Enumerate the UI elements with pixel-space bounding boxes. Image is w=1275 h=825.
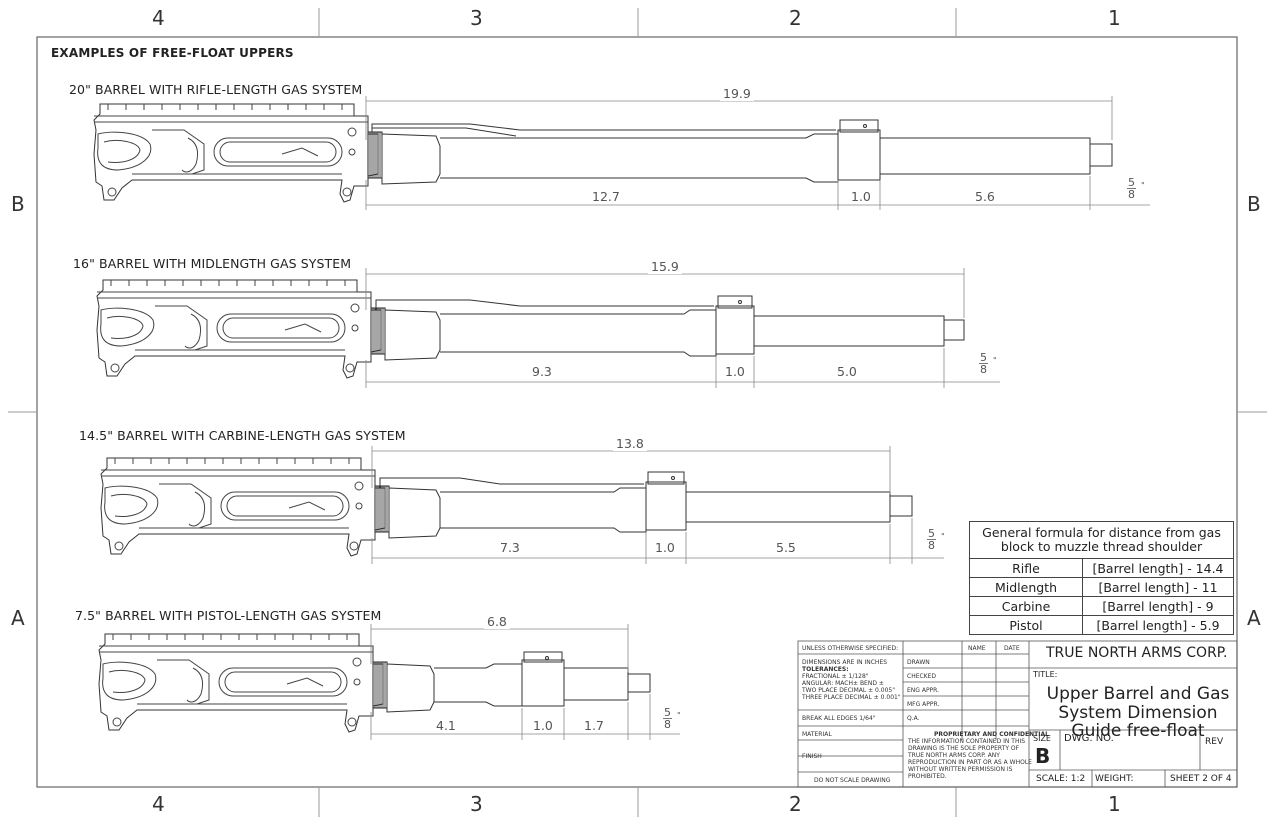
- sheet-label: SHEET 2 OF 4: [1170, 774, 1232, 784]
- page-title: EXAMPLES OF FREE-FLOAT UPPERS: [51, 46, 294, 60]
- dim-seg3-midlength: 5.0: [834, 364, 860, 379]
- zone-bottom-1: 1: [1108, 792, 1121, 816]
- zone-right-b: B: [1247, 192, 1261, 216]
- barrel-midlength: [375, 295, 965, 361]
- dim-overall-pistol: 6.8: [484, 614, 510, 629]
- upper-label-carbine: 14.5" BARREL WITH CARBINE-LENGTH GAS SYS…: [79, 428, 406, 443]
- company-name: TRUE NORTH ARMS CORP.: [1046, 645, 1228, 661]
- zone-top-1: 1: [1108, 6, 1121, 30]
- tb-proprietary-line: TRUE NORTH ARMS CORP. ANY: [908, 752, 1000, 759]
- drawing-title-line: Upper Barrel and Gas: [1046, 684, 1230, 704]
- barrel-rifle: [371, 119, 1113, 185]
- dim-seg2-carbine: 1.0: [653, 540, 677, 555]
- tb-angular: ANGULAR: MACH± BEND ±: [802, 680, 884, 687]
- formula-row: Rifle[Barrel length] - 14.4: [969, 558, 1234, 578]
- upper-label-pistol: 7.5" BARREL WITH PISTOL-LENGTH GAS SYSTE…: [75, 608, 382, 623]
- size-value: B: [1035, 744, 1051, 768]
- tb-do-not-scale: DO NOT SCALE DRAWING: [814, 777, 891, 784]
- tb-proprietary-line: THE INFORMATION CONTAINED IN THIS: [908, 738, 1026, 745]
- dim-seg1-pistol: 4.1: [433, 718, 459, 733]
- tb-three-place: THREE PLACE DECIMAL ± 0.001": [802, 694, 901, 701]
- upper-label-midlength: 16" BARREL WITH MIDLENGTH GAS SYSTEM: [73, 256, 352, 271]
- dim-seg1-midlength: 9.3: [529, 364, 555, 379]
- tb-two-place: TWO PLACE DECIMAL ± 0.005": [802, 687, 895, 694]
- tb-checked: CHECKED: [907, 673, 937, 680]
- zone-top-3: 3: [470, 6, 483, 30]
- tb-proprietary-line: REPRODUCTION IN PART OR AS A WHOLE: [908, 759, 1032, 766]
- zone-bottom-3: 3: [470, 792, 483, 816]
- dim-seg2-midlength: 1.0: [723, 364, 747, 379]
- gas-formula-table: General formula for distance from gas bl…: [969, 521, 1234, 635]
- dim-seg3-rifle: 5.6: [972, 189, 998, 204]
- dwg-no-label: DWG. NO.: [1064, 733, 1114, 744]
- tb-fractional: FRACTIONAL ± 1/128": [802, 673, 869, 680]
- title-label: TITLE:: [1033, 670, 1058, 679]
- tb-dims: DIMENSIONS ARE IN INCHES: [802, 659, 888, 666]
- rev-label: REV: [1205, 737, 1224, 747]
- size-label: SIZE: [1033, 734, 1051, 743]
- dim-overall-rifle: 19.9: [720, 86, 754, 101]
- tb-name-header: NAME: [968, 645, 986, 652]
- upper-label-rifle: 20" BARREL WITH RIFLE-LENGTH GAS SYSTEM: [69, 82, 363, 97]
- dim-seg1-rifle: 12.7: [589, 189, 623, 204]
- dim-overall-carbine: 13.8: [613, 436, 647, 451]
- tb-proprietary-title: PROPRIETARY AND CONFIDENTIAL: [934, 731, 1049, 738]
- dim-seg3-carbine: 5.5: [773, 540, 799, 555]
- zone-right-a: A: [1247, 606, 1261, 630]
- zone-left-b: B: [11, 192, 25, 216]
- zone-bottom-4: 4: [152, 792, 165, 816]
- tb-date-header: DATE: [1004, 645, 1020, 652]
- tb-proprietary-line: PROHIBITED.: [908, 773, 947, 780]
- scale-label: SCALE: 1:2: [1036, 774, 1086, 784]
- dim-seg1-carbine: 7.3: [497, 540, 523, 555]
- zone-bottom-2: 2: [789, 792, 802, 816]
- tb-eng-appr: ENG APPR.: [907, 687, 940, 694]
- formula-table-header: General formula for distance from gas bl…: [969, 521, 1234, 559]
- dim-seg2-pistol: 1.0: [531, 718, 555, 733]
- tb-proprietary-line: WITHOUT WRITTEN PERMISSION IS: [908, 766, 1013, 773]
- formula-row: Pistol[Barrel length] - 5.9: [969, 615, 1234, 635]
- tb-tolerances: TOLERANCES:: [802, 666, 849, 673]
- zone-left-a: A: [11, 606, 25, 630]
- tb-proprietary-line: DRAWING IS THE SOLE PROPERTY OF: [908, 745, 1020, 752]
- weight-label: WEIGHT:: [1095, 774, 1134, 784]
- dim-overall-midlength: 15.9: [648, 259, 682, 274]
- drawing-title-line: Guide free-float: [1071, 721, 1205, 741]
- tb-qa: Q.A.: [907, 715, 920, 722]
- tb-break-edges: BREAK ALL EDGES 1/64": [802, 715, 876, 722]
- tb-finish: FINISH: [802, 753, 822, 760]
- zone-top-2: 2: [789, 6, 802, 30]
- dim-seg2-rifle: 1.0: [849, 189, 873, 204]
- tb-drawn: DRAWN: [907, 659, 930, 666]
- tb-mfg-appr: MFG APPR.: [907, 701, 940, 708]
- barrel-pistol: [386, 651, 651, 713]
- dim-seg3-pistol: 1.7: [581, 718, 607, 733]
- zone-top-4: 4: [152, 6, 165, 30]
- drawing-title-line: System Dimension: [1058, 703, 1218, 723]
- tb-unless: UNLESS OTHERWISE SPECIFIED:: [802, 645, 899, 652]
- barrel-carbine: [379, 471, 913, 539]
- tb-material: MATERIAL: [802, 731, 832, 738]
